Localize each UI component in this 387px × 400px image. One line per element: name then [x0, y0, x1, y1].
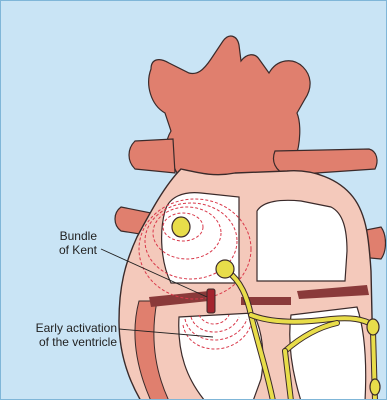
early-label-line1: Early activation — [5, 321, 117, 335]
early-label-line2: of the ventricle — [5, 335, 117, 349]
early-activation-label: Early activation of the ventricle — [5, 321, 117, 349]
bundle-label-line2: of Kent — [31, 243, 97, 257]
bundle-end-lower — [370, 379, 380, 395]
bundle-label-line1: Bundle — [31, 229, 97, 243]
bundle-of-kent-label: Bundle of Kent — [31, 229, 97, 257]
sa-node — [172, 217, 190, 237]
av-node — [216, 260, 234, 278]
bundle-end-right — [367, 319, 379, 335]
left-vessel — [129, 139, 175, 173]
bundle-of-kent — [207, 289, 215, 313]
left-atrium — [257, 200, 347, 281]
